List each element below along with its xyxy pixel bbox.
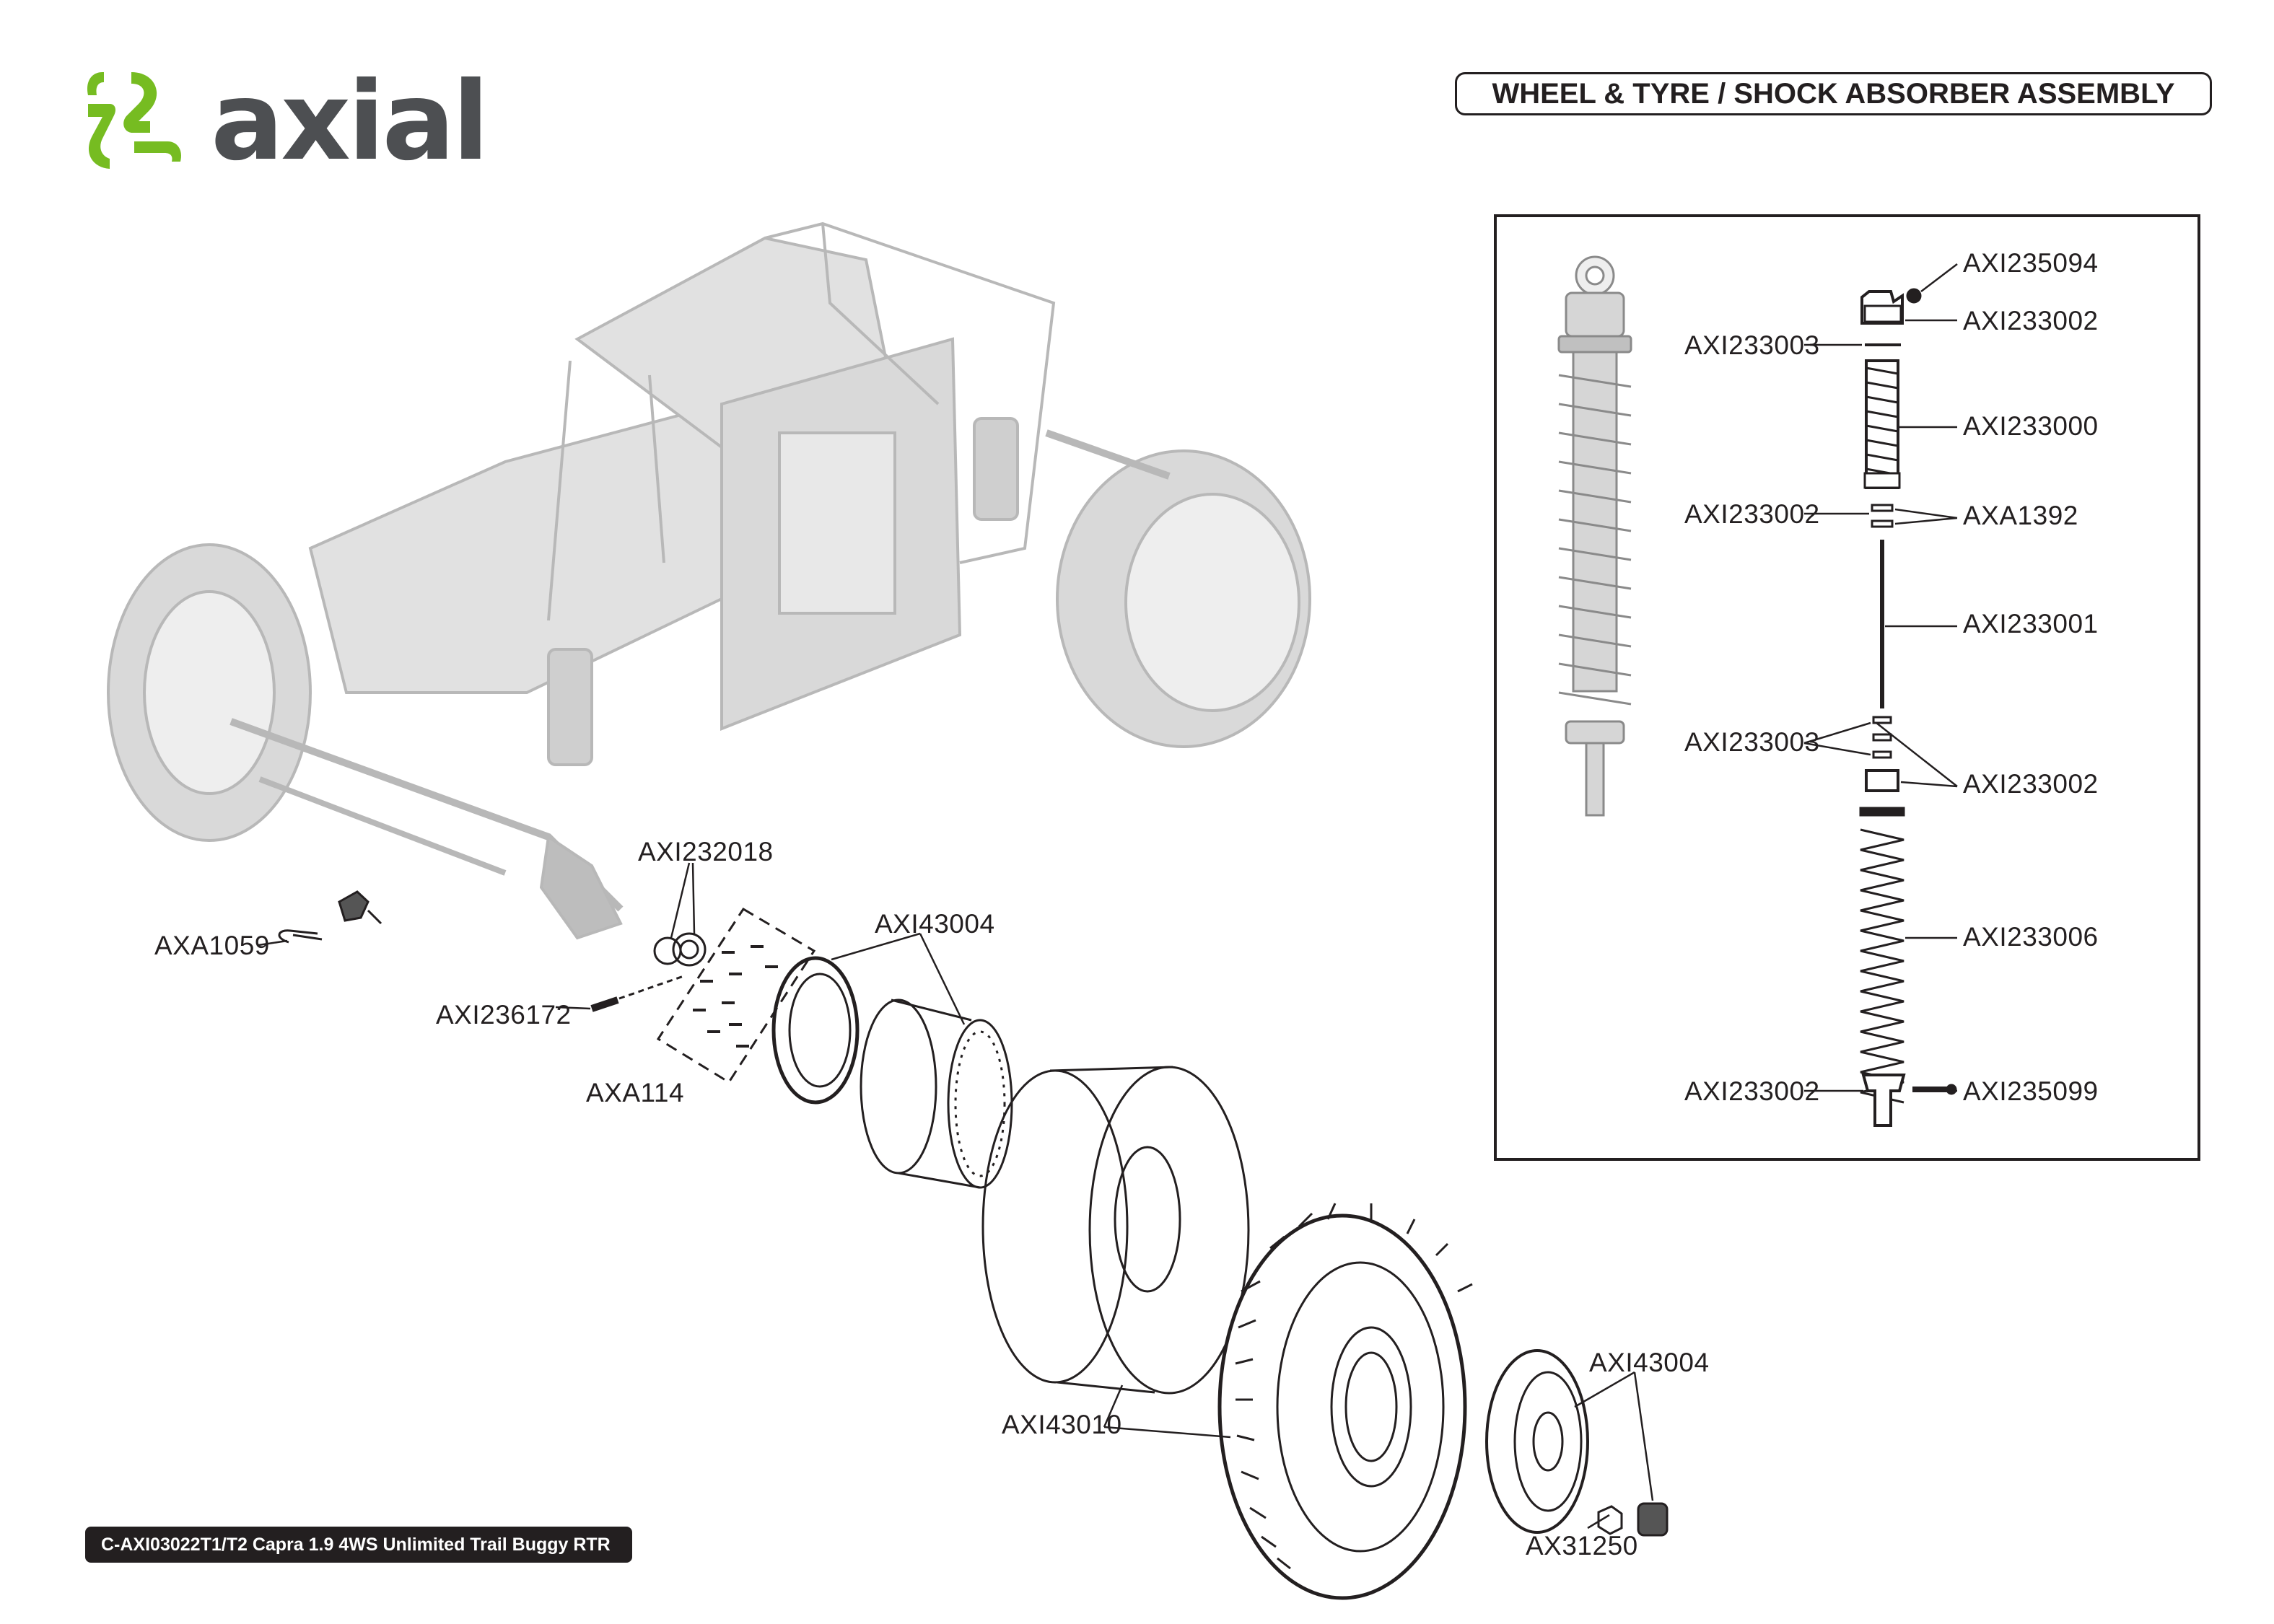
buggy-illustration xyxy=(107,221,1311,940)
label-axi235094: AXI235094 xyxy=(1963,248,2099,278)
label-axi233002-lower: AXI233002 xyxy=(1963,769,2099,799)
label-axi233003-bottom: AXI233003 xyxy=(1684,727,1820,757)
label-axi233000: AXI233000 xyxy=(1963,411,2099,441)
shock-inset-frame xyxy=(1494,214,2200,1161)
axial-logo-icon xyxy=(87,72,182,169)
wheel-exploded-parts xyxy=(278,890,1669,1600)
label-axi43004-beadlock: AXI43004 xyxy=(1589,1348,1710,1377)
label-axi233003-top: AXI233003 xyxy=(1684,330,1820,360)
label-axi233002-mid: AXI233002 xyxy=(1684,499,1820,529)
label-axa1392: AXA1392 xyxy=(1963,501,2078,530)
label-axi236172: AXI236172 xyxy=(436,1000,572,1030)
label-axa114: AXA114 xyxy=(586,1078,685,1107)
leader-lines xyxy=(258,862,1654,1529)
label-axi43004-rim: AXI43004 xyxy=(875,909,995,939)
label-axi43010: AXI43010 xyxy=(1002,1410,1122,1439)
axial-wordmark: axial xyxy=(211,59,489,185)
label-axa1059: AXA1059 xyxy=(154,931,270,960)
label-axi233002-end: AXI233002 xyxy=(1684,1076,1820,1106)
label-axi235099: AXI235099 xyxy=(1963,1076,2099,1106)
label-axi232018: AXI232018 xyxy=(638,837,774,866)
footer-model-badge: C-AXI03022T1/T2 Capra 1.9 4WS Unlimited … xyxy=(85,1527,632,1563)
label-axi233006: AXI233006 xyxy=(1963,922,2099,952)
label-axi233001: AXI233001 xyxy=(1963,609,2099,638)
label-axi233002-cap: AXI233002 xyxy=(1963,306,2099,335)
shock-assembly-drawing xyxy=(1557,255,1958,1127)
label-ax31250: AX31250 xyxy=(1526,1531,1638,1561)
page-title: WHEEL & TYRE / SHOCK ABSORBER ASSEMBLY xyxy=(1455,72,2212,115)
